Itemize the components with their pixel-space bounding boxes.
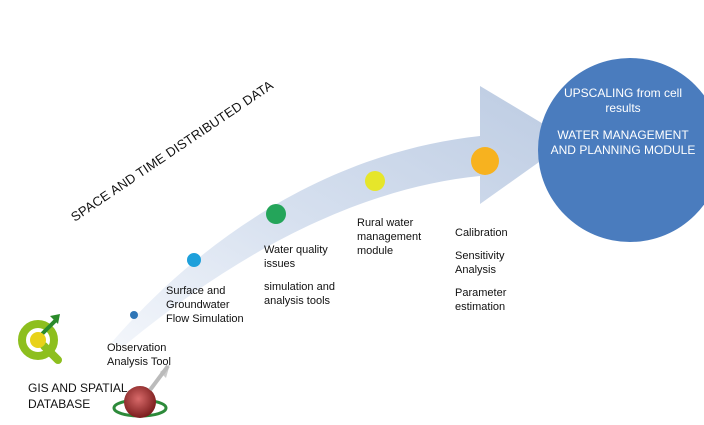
step-label-water-quality: Water quality issues simulation and anal… [264, 243, 335, 308]
step-dot-observation [130, 311, 138, 319]
step-dot-flow-simulation [187, 253, 201, 267]
step-label-line: Observation [107, 342, 167, 354]
step-label-line: analysis tools [264, 295, 331, 307]
step-label-line: management [357, 231, 422, 243]
step-label-calibration: Calibration Sensitivity Analysis Paramet… [455, 226, 508, 314]
circle-line: MANAGEMENT AND [550, 128, 689, 157]
circle-line: PLANNING MODULE [579, 143, 696, 157]
qgis-logo-icon [18, 314, 62, 364]
step-label-line: Rural water [357, 217, 414, 229]
circle-line: UPSCALING from cell [563, 86, 683, 100]
step-label-line: Sensitivity [455, 250, 505, 262]
planet-logo-icon [112, 364, 170, 418]
step-label-line: simulation and [264, 281, 335, 293]
gis-database-line-2: DATABASE [28, 397, 91, 411]
step-label-line: Analysis Tool [107, 356, 171, 368]
step-label-line: Surface and [166, 285, 226, 297]
step-label-line: Flow Simulation [166, 313, 244, 325]
progress-arrow [112, 86, 570, 346]
result-circle [538, 58, 704, 242]
step-label-line: issues [264, 258, 296, 270]
step-label-line: Parameter [455, 287, 507, 299]
step-label-observation: Observation Analysis Tool [107, 341, 171, 369]
step-label-line: Groundwater [166, 299, 230, 311]
step-label-line: module [357, 245, 394, 257]
step-dot-water-quality [266, 204, 286, 224]
circle-text: UPSCALING from cell results WATER MANAGE… [548, 86, 698, 158]
step-label-line: estimation [455, 301, 506, 313]
step-label-line: Analysis [455, 264, 496, 276]
step-label-line: Calibration [455, 227, 508, 239]
step-label-line: Water quality [264, 244, 328, 256]
step-label-rural-water: Rural water management module [357, 216, 421, 258]
gis-database-line-1: GIS AND SPATIAL [28, 381, 128, 395]
circle-line: results [605, 101, 641, 115]
step-dot-calibration [471, 147, 499, 175]
circle-line: WATER [557, 128, 600, 142]
step-dot-rural-water [365, 171, 385, 191]
step-label-flow-simulation: Surface and Groundwater Flow Simulation [166, 284, 244, 326]
gis-database-label: GIS AND SPATIAL DATABASE [28, 380, 128, 412]
